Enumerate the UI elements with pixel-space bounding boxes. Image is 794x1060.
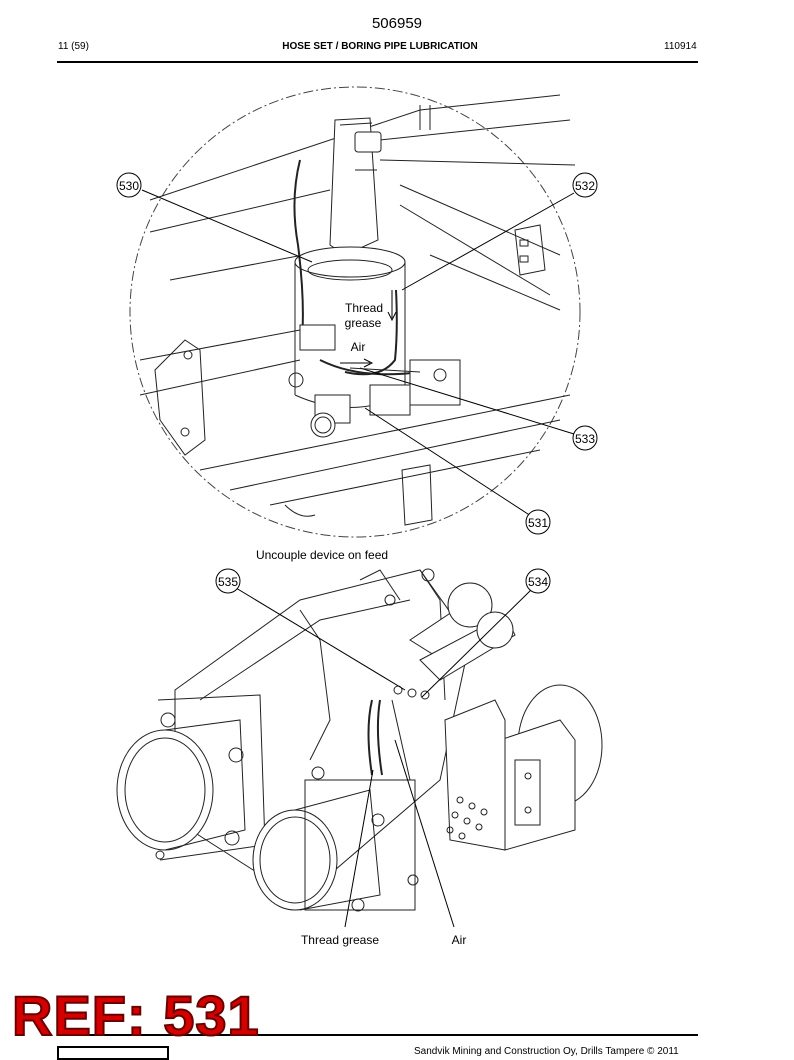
callout-534: 534 (525, 568, 551, 594)
grid-plate (446, 796, 488, 840)
label-thread-grease-bottom: Thread grease (301, 933, 379, 947)
callout-535-label: 535 (218, 575, 238, 589)
callout-532: 532 (572, 172, 598, 198)
bottom-leader-lines (235, 587, 533, 928)
callout-533-label: 533 (575, 432, 595, 446)
footer-divider (57, 1034, 698, 1036)
document-number: 506959 (371, 15, 423, 32)
page-title: HOSE SET / BORING PIPE LUBRICATION (282, 41, 478, 52)
label-thread-grease-line2: grease (345, 316, 382, 330)
bottom-detail-drawing (116, 568, 603, 928)
callout-531: 531 (525, 509, 551, 535)
document-date: 110914 (664, 41, 697, 52)
label-air-top: Air (351, 340, 366, 354)
callout-530: 530 (116, 172, 142, 198)
callout-535: 535 (215, 568, 241, 594)
header-divider (57, 61, 698, 63)
callout-533: 533 (572, 425, 598, 451)
reference-stamp: REF: 531 (11, 983, 260, 1048)
page-count: 11 (59) (58, 41, 89, 52)
callout-532-label: 532 (575, 179, 595, 193)
callout-534-label: 534 (528, 575, 548, 589)
brand-logo (57, 1046, 169, 1060)
top-detail-drawing (129, 86, 581, 538)
callout-531-label: 531 (528, 516, 548, 530)
footer-copyright: Sandvik Mining and Construction Oy, Dril… (414, 1046, 679, 1057)
detail-circle (129, 86, 581, 538)
top-leader-lines (141, 189, 575, 517)
label-thread-grease-line1: Thread (345, 301, 383, 315)
callout-530-label: 530 (119, 179, 139, 193)
label-air-bottom: Air (452, 933, 467, 947)
figure-caption-uncouple: Uncouple device on feed (256, 548, 388, 562)
